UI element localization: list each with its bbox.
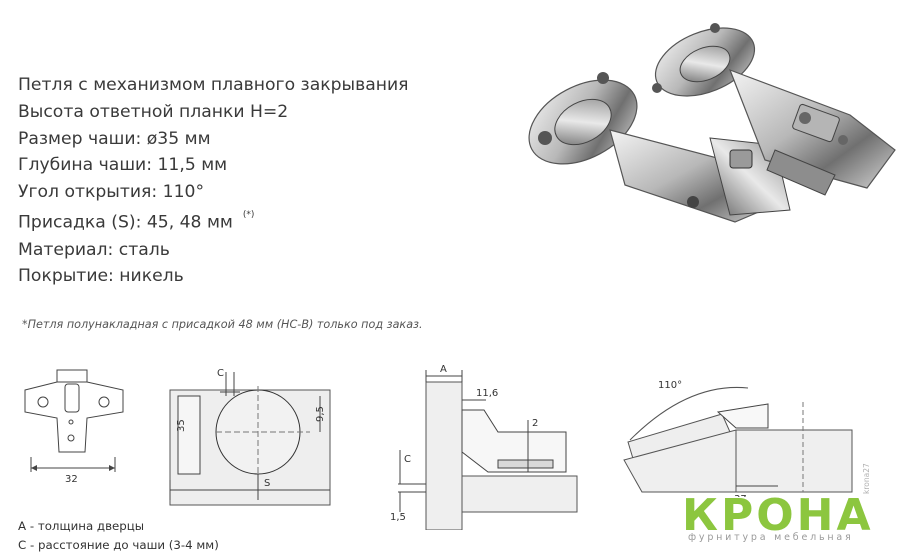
logo-text: КРОНА [682,490,874,541]
mounting-plate-drawing: 32 [24,369,124,485]
dim-cup-35: 35 [176,419,187,432]
spec-line-opening-angle: Угол открытия: 110° [18,182,205,203]
spec-line-cup-depth: Глубина чаши: 11,5 мм [18,155,228,176]
dim-cup-distance: C [217,368,224,379]
dim-opening-angle: 110° [658,380,682,391]
spec-list: Петля с механизмом плавного закрывания В… [18,72,409,290]
legend-c: С - расстояние до чаши (3-4 мм) [18,538,219,552]
footnote: *Петля полунакладная с присадкой 48 мм (… [22,318,423,331]
legend-a: А - толщина дверцы [18,519,145,533]
logo-subtitle: фурнитура мебельная [688,532,854,543]
spec-line-plate-height: Высота ответной планки H=2 [18,101,289,122]
spec-line-drilling-text: Присадка (S): 45, 48 мм [18,212,233,233]
dim-side-c: C [404,454,411,465]
side-section-drawing: A 11,6 2 C 1,5 [390,364,578,530]
dim-side-1-5: 1,5 [390,512,406,523]
dim-cup-9-5: 9,5 [315,406,326,422]
spec-line-material: Материал: сталь [18,239,170,260]
dim-side-2: 2 [532,418,538,429]
opening-angle-drawing: 110° 37 [623,380,853,497]
spec-line-cup-size: Размер чаши: ø35 мм [18,128,211,149]
dim-angle-37: 37 [734,494,747,497]
dim-plate-width: 32 [65,474,78,485]
cup-drilling-drawing: C 35 9,5 S [169,368,331,506]
spec-line-drilling: Присадка (S): 45, 48 мм (*) [18,206,409,237]
footnote-mark: (*) [242,209,255,220]
krona-logo: КРОНА [682,490,874,541]
dim-cup-s: S [264,478,270,489]
dim-side-11-6: 11,6 [476,388,498,399]
legend: А - толщина дверцы С - расстояние до чаш… [18,517,219,555]
logo-vertical-text: krona27 [862,463,871,494]
spec-line-coating: Покрытие: никель [18,266,184,287]
hinge-product-image [528,23,896,223]
dim-side-a: A [440,364,447,375]
spec-line-mechanism: Петля с механизмом плавного закрывания [18,75,409,95]
